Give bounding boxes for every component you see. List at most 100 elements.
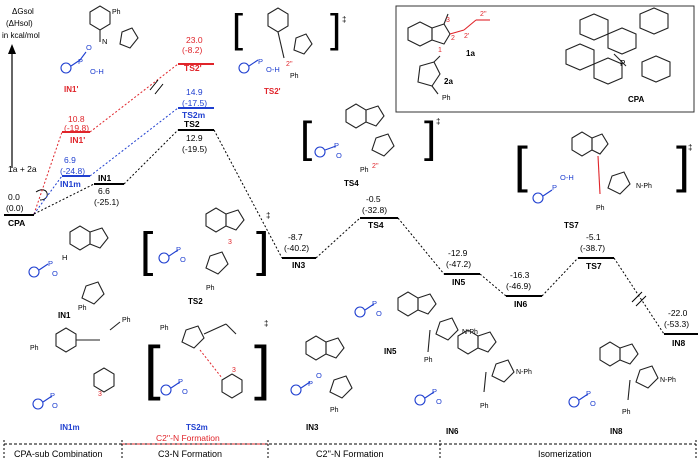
svg-text:]: ] bbox=[676, 137, 690, 193]
ts2m-name: TS2m bbox=[182, 110, 206, 120]
svg-text:P: P bbox=[50, 391, 55, 400]
stage-sublabel-1: C2''-N Formation bbox=[156, 433, 220, 443]
ts4-name: TS4 bbox=[368, 220, 384, 230]
stage-label-0: CPA-sub Combination bbox=[14, 449, 102, 459]
ts2-structure: [ ] ‡ P O 3 Ph TS2 bbox=[140, 207, 270, 306]
in6-ph: Ph bbox=[480, 403, 489, 410]
svg-text:P: P bbox=[48, 259, 53, 268]
stage-label-2: C2''-N Formation bbox=[316, 449, 383, 459]
curved-arrow-icon bbox=[35, 189, 48, 201]
stage-label-3: Isomerization bbox=[538, 449, 592, 459]
ts2m-dg: 14.9 bbox=[186, 87, 203, 97]
svg-text:[: [ bbox=[140, 224, 153, 277]
axis-arrow-icon bbox=[8, 44, 16, 54]
in3-ph: Ph bbox=[330, 407, 339, 414]
svg-text:O: O bbox=[180, 255, 186, 264]
ts4-dg: -0.5 bbox=[366, 194, 381, 204]
in5-dh: (-47.2) bbox=[446, 259, 471, 269]
legend-label-2a: 2a bbox=[444, 77, 453, 86]
ts2m-dagger: ‡ bbox=[264, 319, 268, 328]
legend-ph: Ph bbox=[442, 95, 451, 102]
svg-text:2'': 2'' bbox=[286, 61, 293, 68]
in1m-dh: (-24.8) bbox=[60, 166, 85, 176]
y-axis: ΔGsol (ΔHsol) in kcal/mol bbox=[2, 7, 40, 168]
legend-label-1a: 1a bbox=[466, 49, 475, 58]
svg-text:2'': 2'' bbox=[372, 163, 379, 170]
in5-structure: P O N-Ph Ph IN5 bbox=[354, 291, 478, 364]
break-mark bbox=[635, 295, 647, 307]
svg-text:P: P bbox=[432, 387, 437, 396]
ts2p-structure: [ ] ‡ P O-H 2'' Ph TS2' bbox=[232, 7, 346, 96]
svg-text:O: O bbox=[336, 151, 342, 160]
svg-text:]: ] bbox=[254, 334, 271, 401]
axis-unit-label: in kcal/mol bbox=[2, 31, 40, 40]
ts2-structure-label: TS2 bbox=[188, 297, 203, 306]
cpa-name: CPA bbox=[8, 218, 25, 228]
axis-dh-label: (ΔHsol) bbox=[6, 19, 33, 28]
in1p-name: IN1' bbox=[70, 135, 85, 145]
legend-num-3: 3 bbox=[446, 17, 450, 24]
svg-text:]: ] bbox=[256, 224, 269, 277]
ts2p-ph: Ph bbox=[290, 73, 299, 80]
in1-structure: P O H Ph IN1 bbox=[28, 225, 109, 320]
ts7-dh: (-38.7) bbox=[580, 243, 605, 253]
svg-text:[: [ bbox=[514, 137, 528, 193]
in1-name: IN1 bbox=[98, 173, 112, 183]
ts4-structure-label: TS4 bbox=[344, 179, 359, 188]
svg-text:N-Ph: N-Ph bbox=[462, 329, 478, 336]
in1m-structure: P O Ph Ph 3 IN1m bbox=[30, 317, 131, 432]
svg-text:3: 3 bbox=[232, 367, 236, 374]
ts2m-structure-label: TS2m bbox=[186, 423, 208, 432]
in1p-dg: 10.8 bbox=[68, 114, 85, 124]
ts7-dagger: ‡ bbox=[688, 143, 692, 152]
svg-text:N-Ph: N-Ph bbox=[516, 369, 532, 376]
svg-text:O: O bbox=[590, 399, 596, 408]
ts2m-ph: Ph bbox=[160, 325, 169, 332]
ts4-dh: (-32.8) bbox=[362, 205, 387, 215]
in6-name: IN6 bbox=[514, 299, 528, 309]
in1p-ph: Ph bbox=[112, 9, 121, 16]
legend-num-2: 2 bbox=[451, 35, 455, 42]
ts2-ph: Ph bbox=[206, 285, 215, 292]
break-mark bbox=[631, 291, 643, 303]
svg-text:P: P bbox=[308, 379, 313, 388]
in8-structure: P O N-Ph Ph IN8 bbox=[568, 341, 676, 436]
in5-ph: Ph bbox=[424, 357, 433, 364]
svg-text:N-Ph: N-Ph bbox=[636, 183, 652, 190]
cpa-catalyst-structure bbox=[565, 7, 671, 85]
svg-text:O: O bbox=[52, 269, 58, 278]
svg-text:3: 3 bbox=[228, 239, 232, 246]
in5-dg: -12.9 bbox=[448, 248, 468, 258]
in1m-ph2: Ph bbox=[122, 317, 131, 324]
svg-text:O: O bbox=[86, 43, 92, 52]
svg-text:3: 3 bbox=[98, 391, 102, 398]
legend-label-cpa: CPA bbox=[628, 95, 645, 104]
ts4-ph: Ph bbox=[360, 167, 369, 174]
ts4-structure: [ ] ‡ P O Ph 2'' TS4 bbox=[300, 103, 440, 188]
svg-text:[: [ bbox=[232, 7, 243, 51]
in5-structure-label: IN5 bbox=[384, 347, 397, 356]
svg-text:P: P bbox=[372, 299, 377, 308]
in1p-structure-label: IN1' bbox=[64, 85, 78, 94]
axis-dg-label: ΔGsol bbox=[12, 7, 34, 16]
ts7-structure: [ ] ‡ P O-H N-Ph Ph TS7 bbox=[514, 131, 692, 230]
in1m-structure-label: IN1m bbox=[60, 423, 80, 432]
in8-dh: (-53.3) bbox=[664, 319, 689, 329]
svg-text:[: [ bbox=[300, 113, 312, 162]
ts2p-structure-label: TS2' bbox=[264, 87, 281, 96]
svg-text:P: P bbox=[176, 245, 181, 254]
reactant-label: 1a + 2a bbox=[8, 164, 37, 174]
legend-num-1: 1 bbox=[438, 47, 442, 54]
ts7-dg: -5.1 bbox=[586, 232, 601, 242]
energy-levels: 1a + 2a 0.0 (0.0) CPA 10.8 (-19.8) IN1' … bbox=[4, 35, 698, 348]
in3-name: IN3 bbox=[292, 260, 306, 270]
svg-text:[: [ bbox=[144, 334, 161, 401]
cpa-dg: 0.0 bbox=[8, 192, 20, 202]
svg-text:P: P bbox=[178, 377, 183, 386]
ts7-structure-label: TS7 bbox=[564, 221, 579, 230]
ts2p-dagger: ‡ bbox=[342, 15, 346, 24]
svg-text:O: O bbox=[316, 371, 322, 380]
in6-dh: (-46.9) bbox=[506, 281, 531, 291]
svg-text:P: P bbox=[586, 389, 591, 398]
